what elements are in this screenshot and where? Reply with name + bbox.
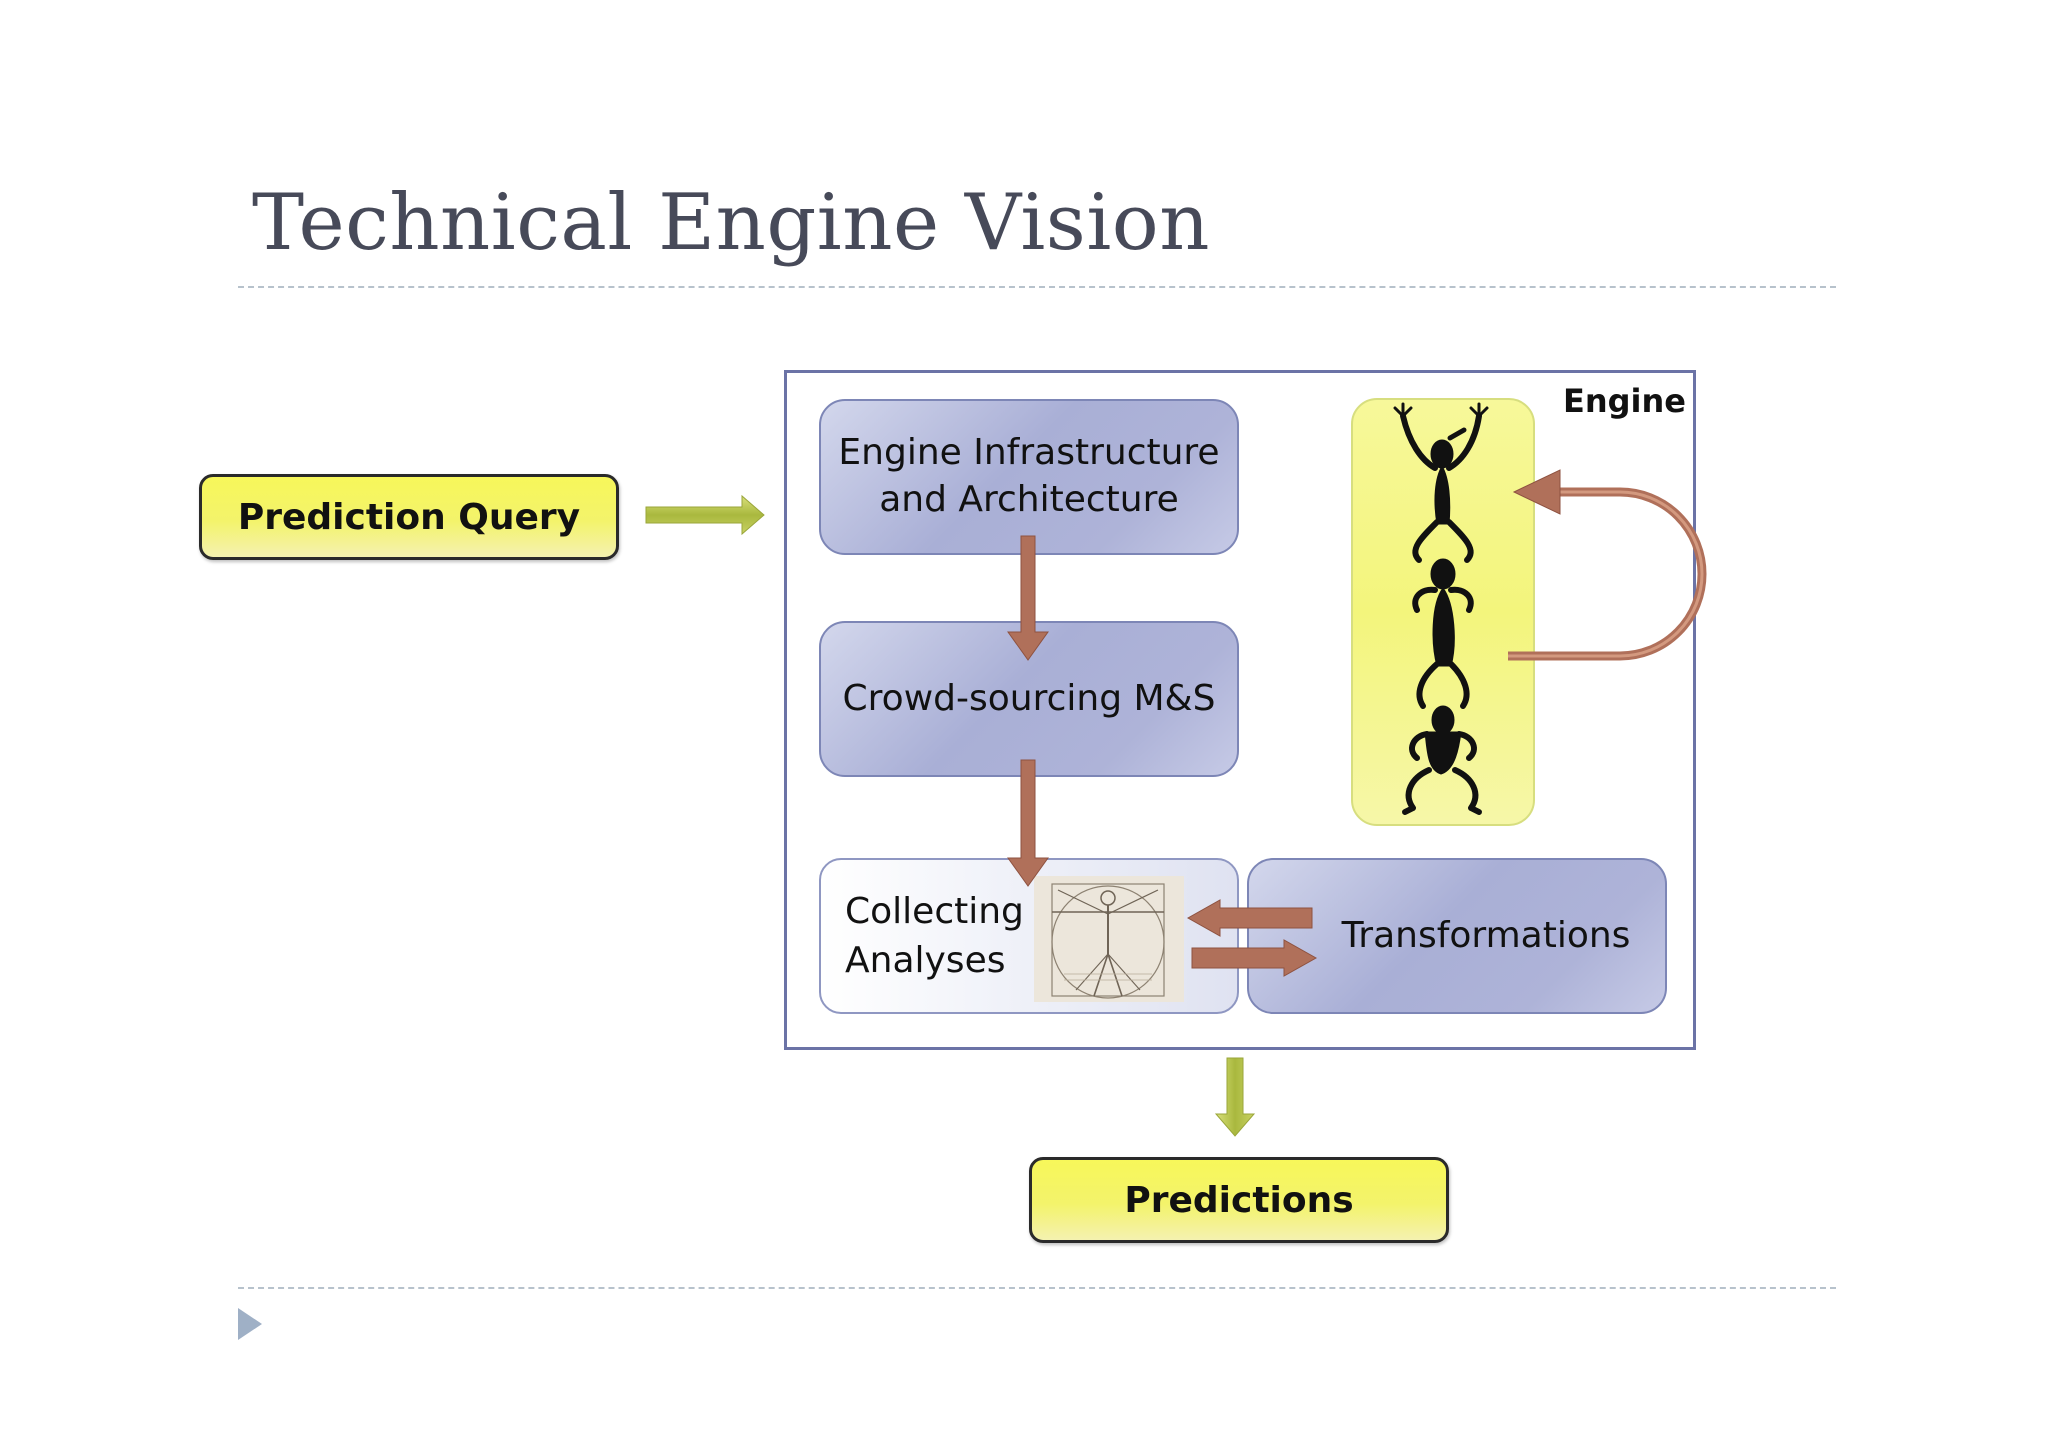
predictions-box: Predictions	[1029, 1157, 1449, 1243]
collecting-line-2: Analyses	[845, 939, 1006, 981]
infrastructure-to-crowdsourcing-arrow	[1007, 535, 1049, 661]
engine-infrastructure-box: Engine Infrastructure and Architecture	[819, 399, 1239, 555]
output-arrow	[1214, 1057, 1256, 1137]
vitruvian-man-image	[1034, 876, 1184, 1002]
collecting-line-1: Collecting	[845, 891, 1024, 932]
crowdsourcing-to-collecting-arrow	[1007, 759, 1049, 887]
stacked-figures-illustration	[1393, 402, 1489, 815]
slide-title: Technical Engine Vision	[252, 178, 1210, 268]
transformations-label: Transformations	[1341, 914, 1631, 956]
collecting-analyses-label: Collecting Analyses	[845, 888, 1024, 985]
transformations-box: Transformations	[1247, 858, 1667, 1014]
predictions-label: Predictions	[1124, 1179, 1354, 1221]
transformations-to-collecting-arrow	[1186, 899, 1313, 937]
engine-label: Engine	[1563, 382, 1686, 420]
slide-nav-triangle-icon	[238, 1308, 262, 1340]
collecting-to-transformations-arrow	[1191, 939, 1318, 977]
infrastructure-line-1: Engine Infrastructure	[838, 432, 1220, 474]
title-divider	[238, 286, 1836, 288]
footer-divider	[238, 1287, 1836, 1289]
prediction-query-label: Prediction Query	[237, 496, 581, 538]
feedback-loop-arrow	[1508, 469, 1707, 661]
input-arrow	[645, 494, 765, 536]
prediction-query-box: Prediction Query	[199, 474, 619, 560]
infrastructure-line-2: and Architecture	[879, 479, 1179, 520]
crowdsourcing-label: Crowd-sourcing M&S	[842, 677, 1216, 719]
